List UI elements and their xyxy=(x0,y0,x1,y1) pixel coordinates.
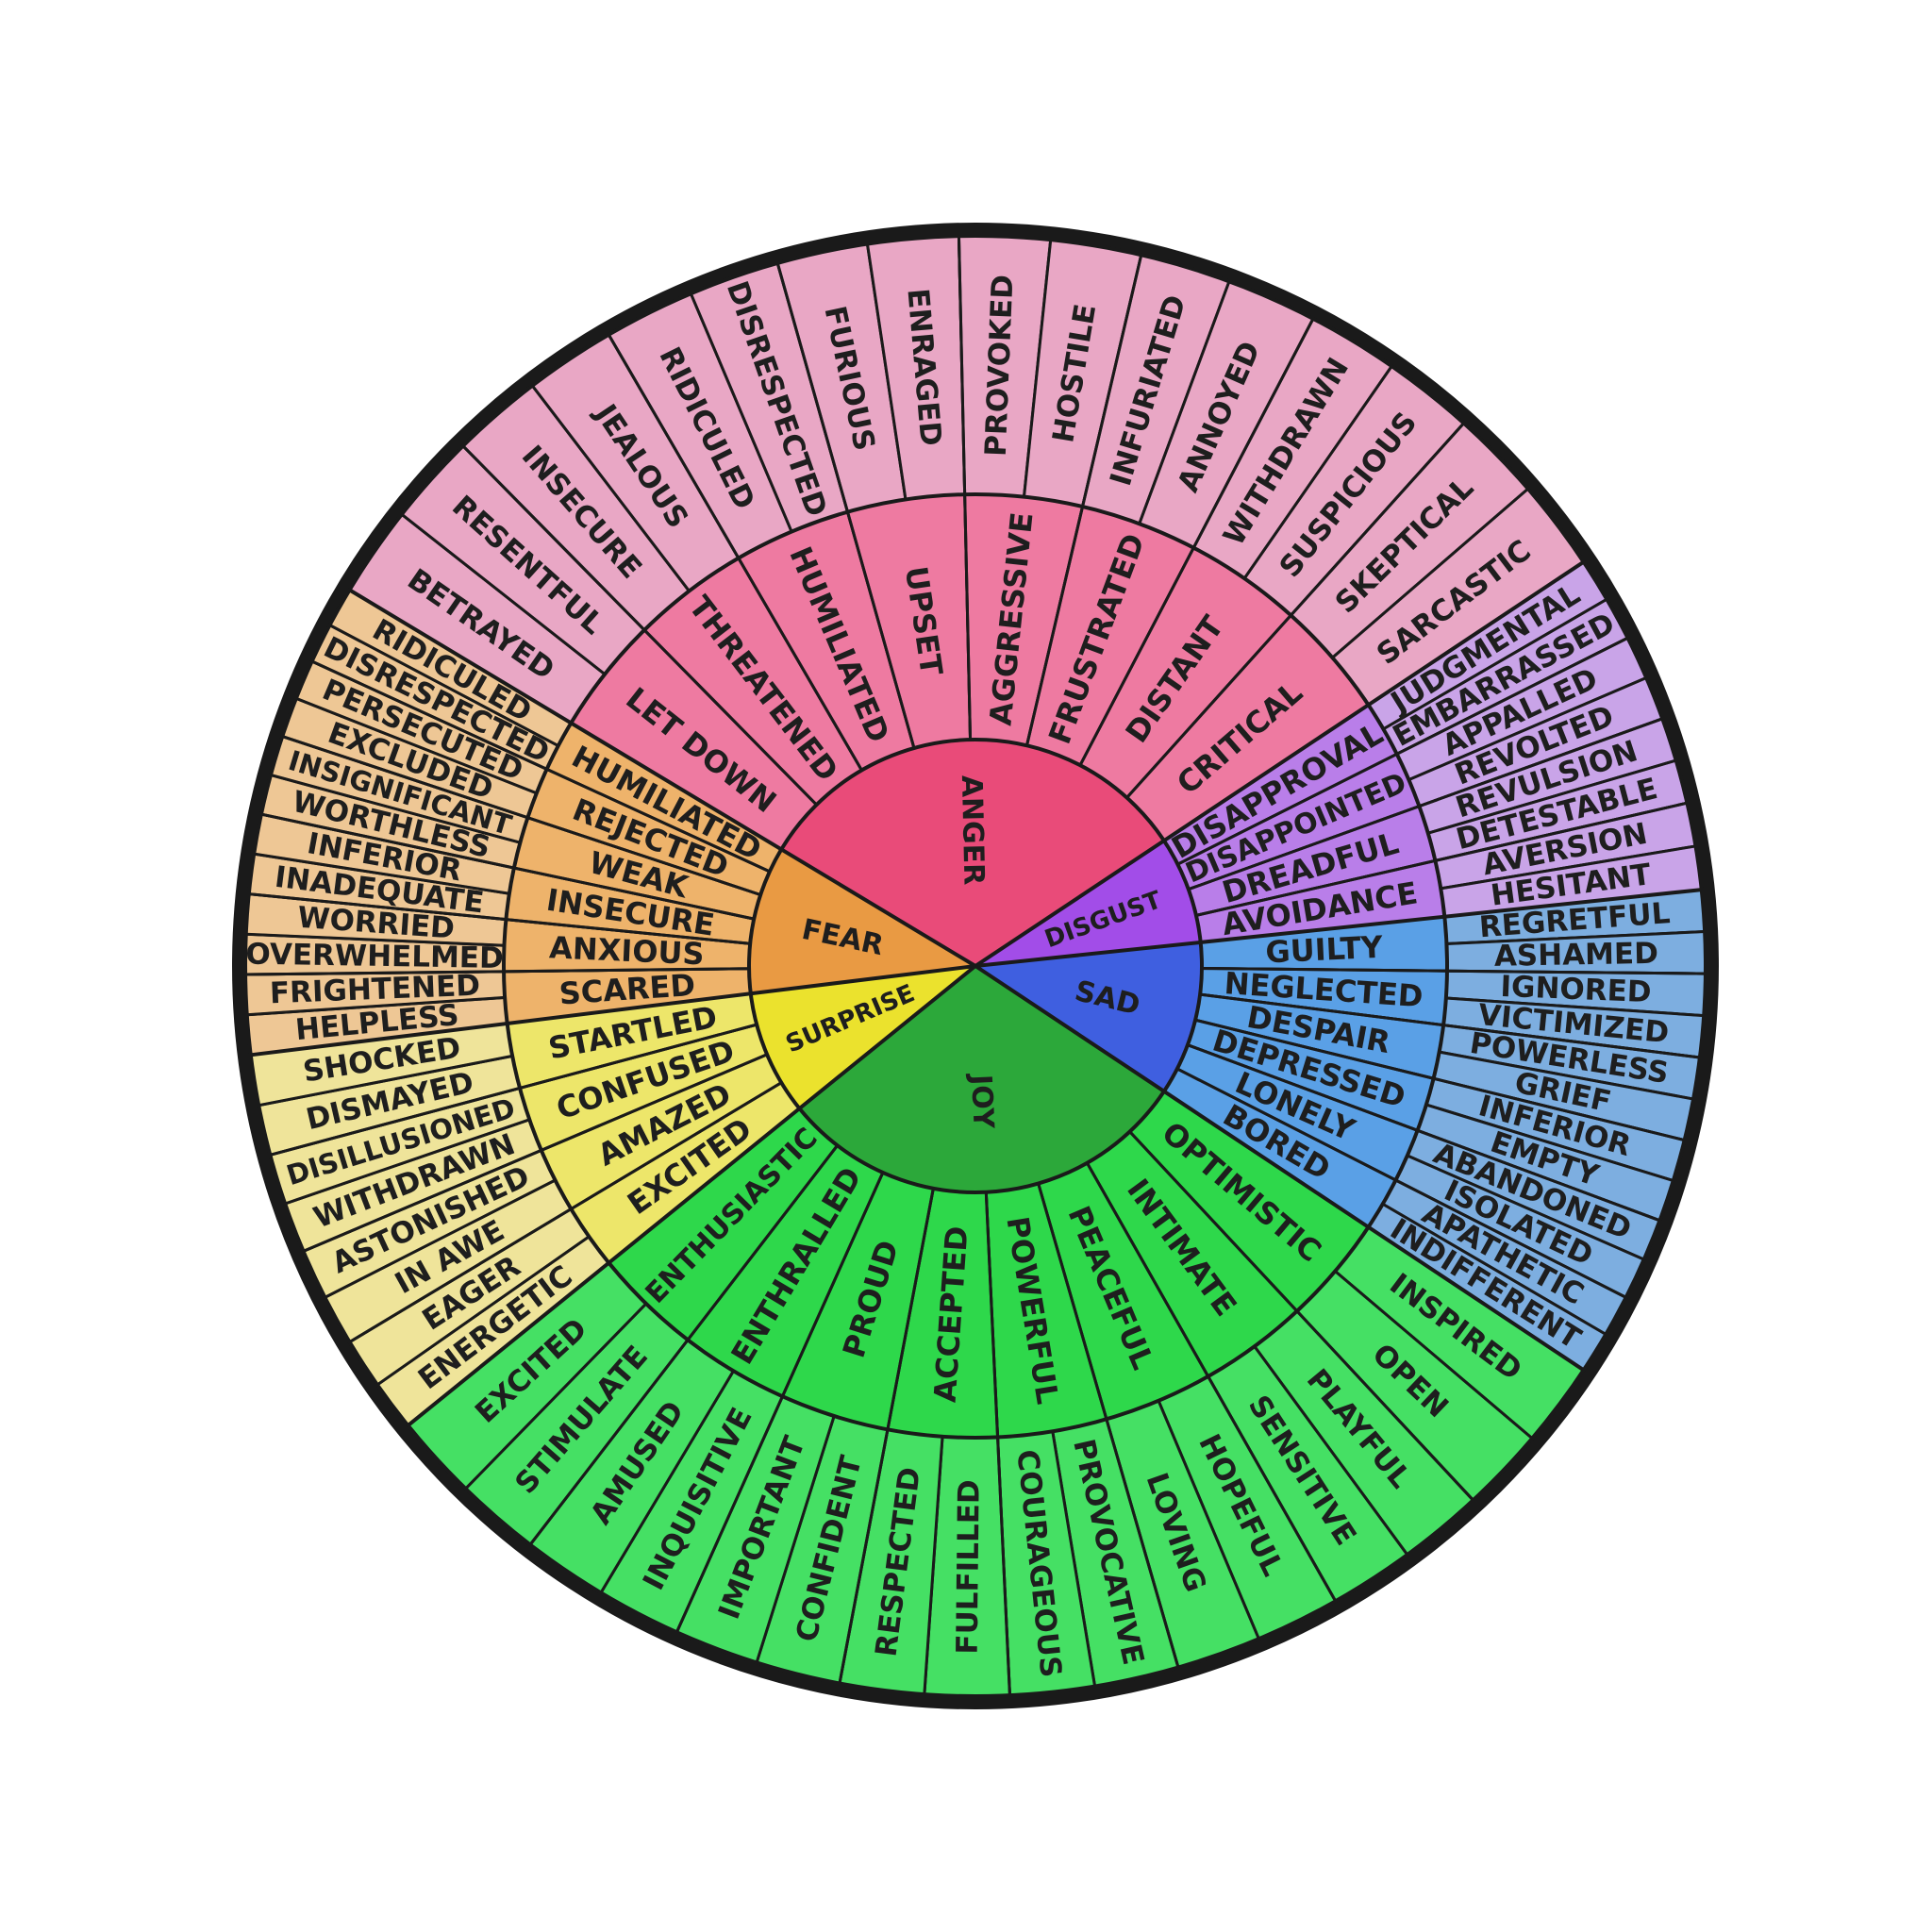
divider-line xyxy=(1243,365,1393,579)
ring-boundary xyxy=(747,738,1204,1194)
divider-line xyxy=(1187,1043,1660,1223)
outer-label-overwhelmed: OVERWHELMED xyxy=(245,938,504,975)
divider-line xyxy=(607,333,863,772)
outer-label-ignored: IGNORED xyxy=(1500,970,1652,1009)
divider-line xyxy=(1128,1130,1474,1502)
divider-line xyxy=(1331,488,1529,659)
divider-line xyxy=(245,967,750,976)
divider-line xyxy=(1037,1183,1180,1668)
outer-label-ashamed: ASHAMED xyxy=(1494,937,1659,974)
divider-line xyxy=(1086,1162,1338,1603)
wheel-outer-rim xyxy=(232,223,1719,1709)
divider-line xyxy=(528,1144,839,1546)
divider-line xyxy=(1078,318,1315,766)
divider-line xyxy=(675,1172,885,1633)
divider-line xyxy=(1025,254,1143,746)
divider-line xyxy=(690,292,793,533)
divider-line xyxy=(923,1436,944,1695)
divider-line xyxy=(984,1191,1011,1696)
divider-line xyxy=(281,735,761,896)
divider-line xyxy=(1445,996,1705,1017)
divider-line xyxy=(838,1188,935,1684)
divider-line xyxy=(376,1235,591,1386)
divider-line xyxy=(258,1055,513,1107)
divider-line xyxy=(1446,930,1706,945)
divider-line xyxy=(974,964,1585,1372)
divider-line xyxy=(269,1023,758,1157)
divider-line xyxy=(1194,1018,1686,1142)
divider-line xyxy=(348,1081,783,1343)
divider-line xyxy=(284,1118,530,1206)
middle-label-anxious: ANXIOUS xyxy=(548,929,705,972)
divider-line xyxy=(1176,636,1629,866)
divider-line xyxy=(311,659,771,874)
divider-line xyxy=(1382,1203,1607,1336)
divider-line xyxy=(324,1178,557,1299)
divider-line xyxy=(1425,1103,1674,1182)
ring-boundary xyxy=(243,234,1707,1698)
divider-line xyxy=(1427,758,1677,835)
divider-line xyxy=(1199,992,1701,1059)
divider-line xyxy=(1201,967,1706,975)
divider-line xyxy=(250,964,976,1058)
divider-line xyxy=(1125,422,1465,799)
divider-line xyxy=(1407,1154,1645,1261)
divider-line xyxy=(401,513,606,675)
divider-line xyxy=(348,588,977,968)
divider-line xyxy=(461,444,818,807)
middle-label-guilty: GUILTY xyxy=(1265,929,1385,971)
divider-line xyxy=(974,888,1702,968)
divider-line xyxy=(1176,1067,1627,1299)
divider-line xyxy=(245,932,505,947)
divider-line xyxy=(302,1053,768,1253)
divider-line xyxy=(253,852,510,895)
divider-line xyxy=(1441,844,1696,891)
divider-line xyxy=(531,385,691,592)
core-label-joy: JOY xyxy=(964,1072,1000,1130)
outer-label-fulfilled: FULFILLED xyxy=(951,1479,987,1655)
divider-line xyxy=(1195,801,1688,917)
divider-line xyxy=(407,964,977,1427)
divider-line xyxy=(775,262,916,749)
divider-line xyxy=(1138,280,1231,525)
divider-line xyxy=(755,1415,836,1663)
divider-line xyxy=(1051,1431,1096,1687)
divider-line xyxy=(1334,1270,1534,1440)
divider-line xyxy=(270,774,521,844)
divider-line xyxy=(866,243,908,500)
divider-line xyxy=(464,1303,647,1490)
divider-line xyxy=(1439,1050,1694,1101)
divider-line xyxy=(328,624,559,747)
divider-line xyxy=(1382,598,1607,730)
divider-line xyxy=(260,812,755,921)
divider-line xyxy=(295,697,538,794)
divider-line xyxy=(1023,239,1052,497)
divider-line xyxy=(246,996,506,1016)
divider-line xyxy=(974,560,1585,968)
core-label-anger: ANGER xyxy=(955,774,991,885)
outer-label-frightened: FRIGHTENED xyxy=(269,969,480,1011)
outer-label-provoked: PROVOKED xyxy=(979,274,1021,457)
ring-boundary xyxy=(502,492,1449,1440)
divider-line xyxy=(1188,717,1663,891)
divider-line xyxy=(248,892,751,945)
divider-line xyxy=(1407,676,1647,781)
divider-line xyxy=(1157,1400,1260,1640)
divider-line xyxy=(957,236,973,741)
divider-line xyxy=(599,1370,735,1594)
divider-line xyxy=(1253,1345,1408,1556)
